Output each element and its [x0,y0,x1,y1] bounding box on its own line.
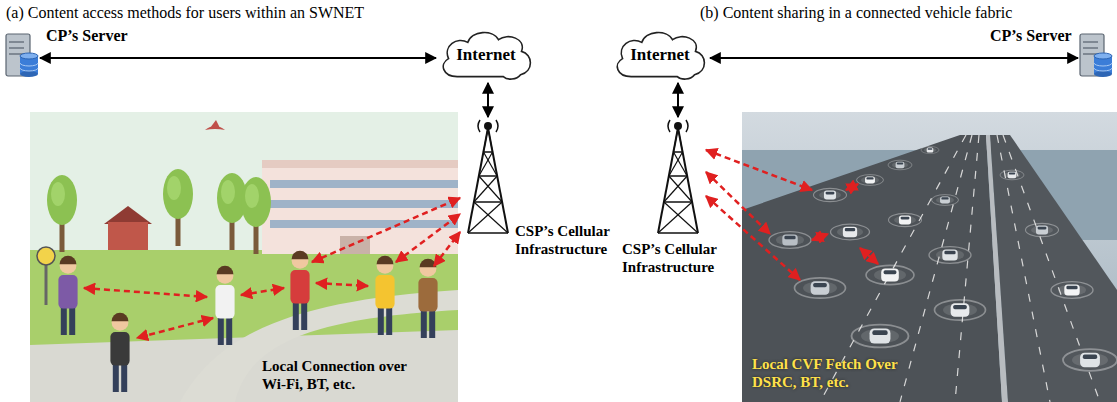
tower-outline [655,118,701,234]
tower-shape [468,120,508,233]
node-label: CSP’s Cellular Infrastructure [622,240,740,276]
person [418,259,437,338]
car [795,278,846,298]
wireless-link [846,184,858,190]
car [831,224,870,240]
wireless-link [706,150,812,190]
wireless-link [396,214,460,262]
road [990,135,1117,402]
wireless-links [84,198,460,338]
car [857,175,884,186]
tree [163,169,193,246]
cloud-shape [443,33,530,80]
tower-node: CSP’s Cellular Infrastructure [465,118,511,234]
park-scene [30,112,460,402]
node-label: CSP’s Cellular Infrastructure [515,222,633,258]
car [1000,170,1024,180]
wireless-link [241,288,284,295]
building-door [340,236,370,254]
wireless-link [434,232,460,266]
car [921,146,939,153]
wireless-link [312,198,460,262]
tree [241,177,271,254]
car [866,265,914,284]
cloud-node: Internet [612,28,708,82]
car [814,188,847,201]
building-windows [270,180,458,188]
bus-stop-sign [37,247,55,265]
bus-stop-pole [45,262,48,305]
tower-outline [465,118,511,234]
server-node: CP’s Server [1080,32,1112,78]
panel-caption: (a) Content access methods for users wit… [6,3,364,22]
bird [205,120,225,130]
car [1063,349,1117,371]
server-icon [6,34,38,77]
person [375,256,394,335]
node-label: Internet [456,45,515,65]
car [888,160,912,170]
car [889,213,922,226]
node-label: CP’s Server [990,26,1072,45]
server-outline [1080,32,1112,78]
sky [742,112,1117,402]
car [929,247,971,264]
node-label: Internet [630,45,689,65]
connector-arrow [677,83,679,117]
wireless-link [860,248,878,264]
server-outline [6,32,38,78]
cloud-node: Internet [438,28,534,82]
server-node: CP’s Server [6,32,38,78]
tower-shape [658,120,698,233]
connector-arrow [40,57,436,59]
car [1051,282,1093,299]
connector-arrow [710,57,1078,59]
wireless-link [137,318,213,338]
node-label: CP’s Server [46,26,128,45]
person [58,256,77,335]
house [108,222,148,250]
wireless-link [812,234,828,240]
building-windows [270,220,458,228]
car [932,195,959,206]
wireless-links [706,150,878,280]
region-label: Local Connection over Wi-Fi, BT, etc. [262,357,412,393]
person [290,251,309,330]
person [215,266,234,345]
person [110,313,129,392]
car [769,232,811,249]
region-label: Local CVF Fetch Over DSRC, BT, etc. [752,355,902,391]
sky [30,112,458,402]
car [1026,223,1059,236]
panel-caption: (b) Content sharing in a connected vehic… [700,3,1012,22]
house-roof [104,206,152,224]
wireless-link [84,288,207,297]
wireless-link [706,196,800,280]
road [742,135,1002,402]
tree [47,175,77,252]
server-icon [1080,34,1112,77]
cloud-shape [617,33,704,80]
highway-scene [706,112,1117,402]
tower-node: CSP’s Cellular Infrastructure [655,118,701,234]
wireless-link [316,283,368,286]
building-windows [270,200,458,208]
car [935,300,986,320]
car [852,325,909,348]
connector-arrow [487,83,489,117]
